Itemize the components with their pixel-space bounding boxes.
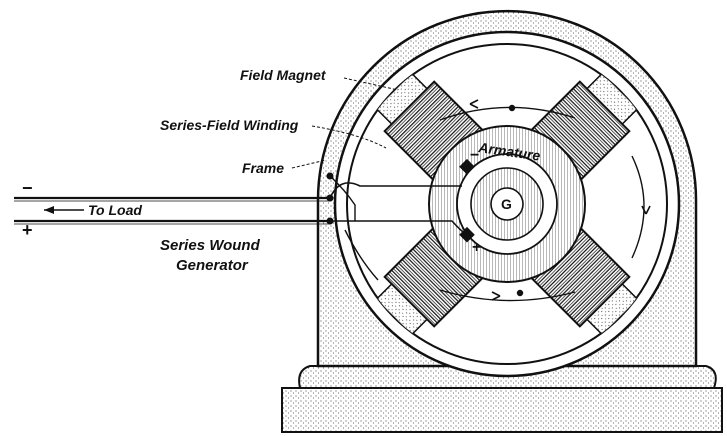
- to-load-label: To Load: [88, 202, 142, 218]
- winding-loop-top: [439, 106, 576, 121]
- field-magnet-leader: [343, 77, 399, 91]
- brush-positive-sign: +: [472, 239, 481, 256]
- caption-line-2: Generator: [176, 257, 249, 274]
- brush-negative: [459, 158, 475, 175]
- shaft: [490, 187, 524, 221]
- series-field-winding-label: Series-Field Winding: [160, 117, 299, 133]
- frame-leader: [291, 159, 327, 169]
- caption: Series Wound Generator: [160, 237, 261, 274]
- callouts: Field Magnet Series-Field Winding Frame: [160, 67, 399, 176]
- brush-positive: [459, 226, 475, 243]
- brush-negative-sign: −: [470, 147, 479, 164]
- series-field-winding: [439, 99, 651, 302]
- winding-arrow-bottom: [491, 291, 501, 301]
- winding-arrow-top: [469, 99, 479, 109]
- frame-label: Frame: [242, 160, 284, 176]
- winding-arrow-right: [641, 205, 651, 215]
- line-minus-sign: −: [22, 178, 33, 198]
- armature: G Armature: [428, 125, 586, 283]
- winding-loop-bottom: [439, 289, 576, 302]
- line-plus-sign: +: [22, 220, 33, 240]
- shaft-label: G: [501, 196, 512, 212]
- brushes: − +: [459, 147, 481, 256]
- caption-line-1: Series Wound: [160, 237, 261, 254]
- wire-lower-lead: [344, 229, 379, 281]
- to-load-indicator: To Load: [44, 202, 142, 218]
- series-field-winding-leader: [311, 125, 387, 149]
- wire-frame-lead: [329, 175, 356, 221]
- circuit-wires: [14, 172, 467, 281]
- winding-loop-right: [631, 155, 645, 259]
- wire-to-brush-negative: [329, 182, 462, 199]
- wire-to-brush-positive: [330, 220, 467, 235]
- field-magnet-label: Field Magnet: [240, 67, 327, 83]
